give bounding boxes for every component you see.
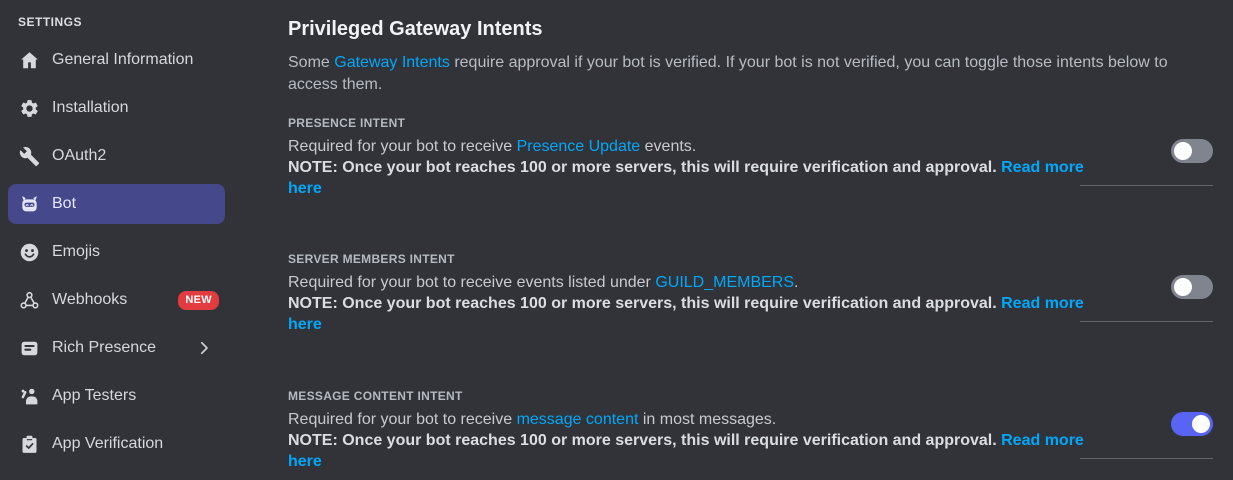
chevron-right-icon [195, 339, 213, 357]
sidebar-item-rich-presence[interactable]: Rich Presence [8, 328, 225, 368]
read-more-link[interactable]: Read more here [288, 159, 1084, 197]
intent-note: NOTE: Once your bot reaches 100 or more … [288, 157, 1108, 199]
sidebar-section-heading: SETTINGS [18, 15, 83, 29]
intent-description: Required for your bot to receive message… [288, 409, 1068, 430]
sidebar-item-webhooks[interactable]: Webhooks NEW [8, 280, 225, 320]
presence-update-link[interactable]: Presence Update [516, 138, 641, 155]
sidebar-item-label: Rich Presence [52, 339, 157, 356]
presence-intent-section: PRESENCE INTENT Required for your bot to… [288, 116, 1213, 199]
message-content-intent-toggle[interactable] [1171, 412, 1213, 436]
intent-note: NOTE: Once your bot reaches 100 or more … [288, 430, 1108, 472]
intent-section-label: SERVER MEMBERS INTENT [288, 252, 455, 266]
note-text: NOTE: Once your bot reaches 100 or more … [288, 159, 1002, 176]
page-description: Some Gateway Intents require approval if… [288, 52, 1208, 96]
sidebar-item-label: General Information [52, 51, 194, 68]
intent-section-label: PRESENCE INTENT [288, 116, 406, 130]
sidebar-item-label: Installation [52, 99, 129, 116]
robot-icon [18, 193, 40, 215]
person-waving-icon [18, 385, 40, 407]
sidebar-item-general-information[interactable]: General Information [8, 40, 225, 80]
clipboard-check-icon [18, 433, 40, 455]
guild-members-link[interactable]: GUILD_MEMBERS [655, 274, 795, 291]
intent-desc-text: in most messages. [638, 411, 777, 428]
intent-desc-text: . [794, 274, 799, 291]
intent-note: NOTE: Once your bot reaches 100 or more … [288, 293, 1108, 335]
sidebar-item-app-verification[interactable]: App Verification [8, 424, 225, 464]
intent-desc-text: events. [640, 138, 697, 155]
sidebar-item-label: Emojis [52, 243, 101, 260]
sidebar-item-label: App Testers [52, 387, 137, 404]
presence-intent-toggle[interactable] [1171, 139, 1213, 163]
intent-description: Required for your bot to receive Presenc… [288, 136, 1068, 157]
server-members-intent-toggle[interactable] [1171, 275, 1213, 299]
sidebar-item-emojis[interactable]: Emojis [8, 232, 225, 272]
settings-sidebar: SETTINGS General Information Installatio… [0, 0, 280, 480]
intent-desc-text: Required for your bot to receive [288, 138, 517, 155]
section-divider [1080, 321, 1213, 322]
sidebar-item-label: Bot [52, 195, 77, 212]
toggle-knob [1174, 142, 1192, 160]
description-text: require approval if your bot is verified… [288, 54, 1168, 93]
sidebar-item-label: Webhooks [52, 291, 128, 308]
webhook-icon [18, 289, 40, 311]
server-members-intent-section: SERVER MEMBERS INTENT Required for your … [288, 252, 1213, 335]
main-content: Privileged Gateway Intents Some Gateway … [288, 0, 1213, 480]
intent-section-label: MESSAGE CONTENT INTENT [288, 389, 463, 403]
message-content-intent-section: MESSAGE CONTENT INTENT Required for your… [288, 389, 1213, 472]
toggle-knob [1192, 415, 1210, 433]
sidebar-nav: General Information Installation OAuth2 [8, 40, 225, 464]
gear-icon [18, 97, 40, 119]
section-divider [1080, 458, 1213, 459]
home-icon [18, 49, 40, 71]
wrench-icon [18, 145, 40, 167]
document-icon [18, 337, 40, 359]
new-badge: NEW [178, 290, 219, 310]
sidebar-item-label: App Verification [52, 435, 164, 452]
read-more-link[interactable]: Read more here [288, 295, 1084, 333]
section-divider [1080, 185, 1213, 186]
note-text: NOTE: Once your bot reaches 100 or more … [288, 295, 1002, 312]
smiley-icon [18, 241, 40, 263]
sidebar-item-app-testers[interactable]: App Testers [8, 376, 225, 416]
intent-desc-text: Required for your bot to receive [288, 411, 517, 428]
sidebar-item-label: OAuth2 [52, 147, 107, 164]
toggle-knob [1174, 278, 1192, 296]
sidebar-item-bot[interactable]: Bot [8, 184, 225, 224]
gateway-intents-link[interactable]: Gateway Intents [334, 54, 450, 71]
read-more-link[interactable]: Read more here [288, 432, 1084, 470]
intent-description: Required for your bot to receive events … [288, 272, 1068, 293]
page-title: Privileged Gateway Intents [288, 18, 543, 41]
sidebar-item-installation[interactable]: Installation [8, 88, 225, 128]
message-content-link[interactable]: message content [516, 411, 639, 428]
intent-desc-text: Required for your bot to receive events … [288, 274, 656, 291]
note-text: NOTE: Once your bot reaches 100 or more … [288, 432, 1002, 449]
description-text: Some [288, 54, 335, 71]
sidebar-item-oauth2[interactable]: OAuth2 [8, 136, 225, 176]
